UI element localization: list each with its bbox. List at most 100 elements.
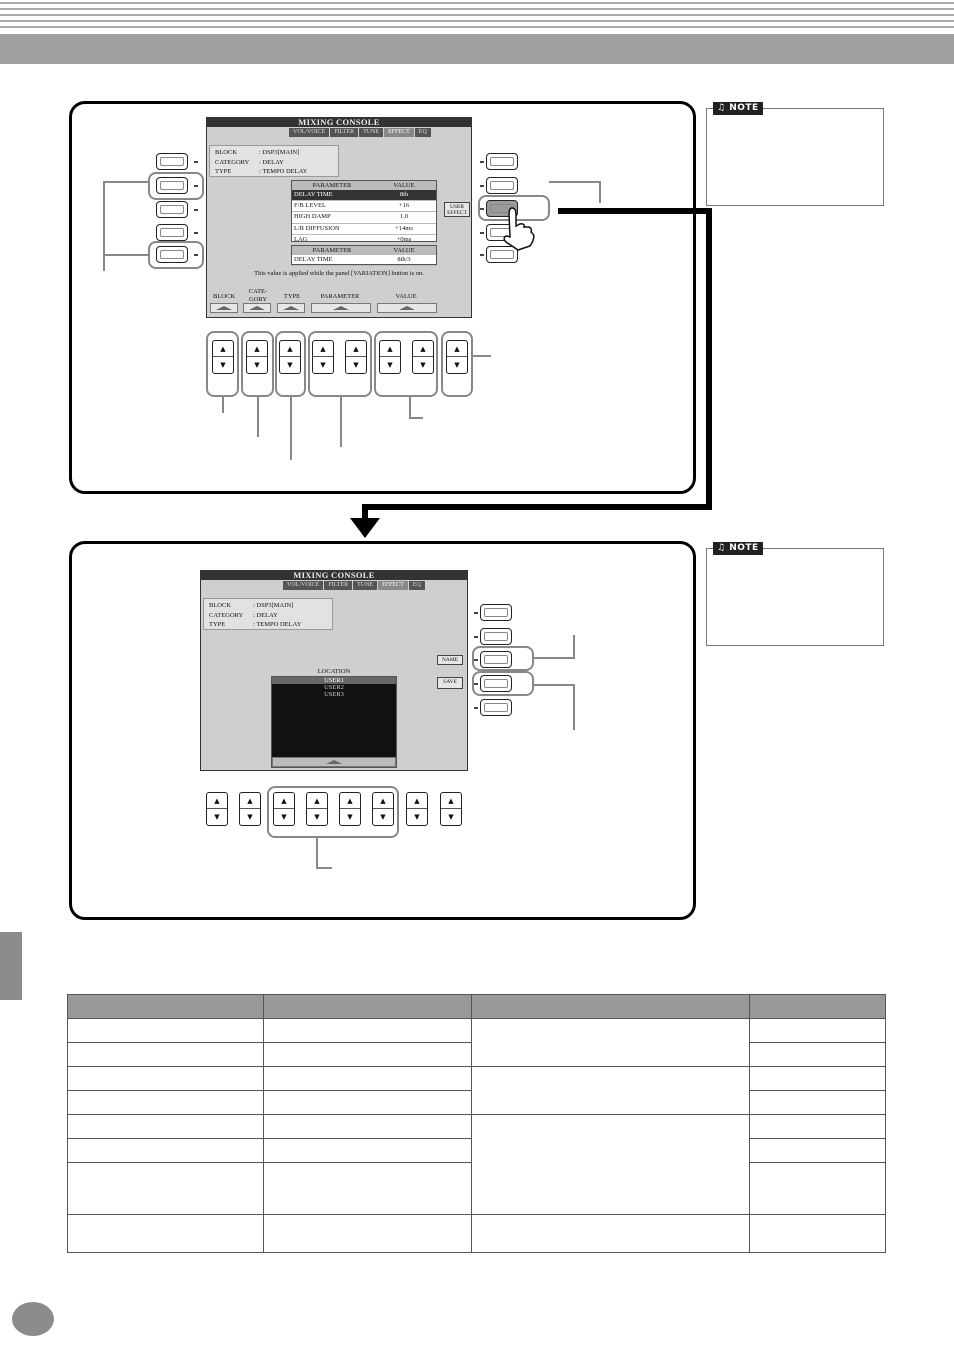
updown-5[interactable]: ▲▼ xyxy=(345,340,367,374)
up-arrow-icon[interactable]: ▲ xyxy=(240,793,260,809)
updown-1b[interactable]: ▲▼ xyxy=(206,792,228,826)
down-arrow-icon[interactable]: ▼ xyxy=(320,361,326,369)
panel-button-c[interactable] xyxy=(156,201,188,218)
location-item[interactable]: USER2 xyxy=(324,684,344,691)
up-arrow-icon[interactable]: ▲ xyxy=(413,341,433,357)
highlight-block xyxy=(206,331,239,397)
down-arrow-icon[interactable]: ▼ xyxy=(281,813,287,821)
up-arrow-icon[interactable]: ▲ xyxy=(280,341,300,357)
updown-5b[interactable]: ▲▼ xyxy=(339,792,361,826)
down-arrow-icon[interactable]: ▼ xyxy=(414,813,420,821)
up-arrow-icon[interactable]: ▲ xyxy=(207,793,227,809)
updown-6b[interactable]: ▲▼ xyxy=(372,792,394,826)
info-value: : TEMPO DELAY xyxy=(259,168,308,175)
updown-7[interactable]: ▲▼ xyxy=(412,340,434,374)
tab-eq[interactable]: EQ xyxy=(408,581,425,590)
updown-8[interactable]: ▲▼ xyxy=(446,340,468,374)
updown-2[interactable]: ▲▼ xyxy=(246,340,268,374)
down-arrow-icon[interactable]: ▼ xyxy=(454,361,460,369)
down-arrow-icon[interactable]: ▼ xyxy=(220,361,226,369)
note-badge-label: NOTE xyxy=(729,543,759,553)
table-cell xyxy=(749,1138,886,1163)
panel-button-g[interactable] xyxy=(486,177,518,194)
up-arrow-icon[interactable]: ▲ xyxy=(274,793,294,809)
down-arrow-icon[interactable]: ▼ xyxy=(247,813,253,821)
panel-button-g2[interactable] xyxy=(480,628,512,645)
tab-tune[interactable]: TUNE xyxy=(353,581,378,590)
callout-line xyxy=(103,181,105,271)
location-item[interactable]: USER3 xyxy=(324,691,344,698)
down-arrow-icon[interactable]: ▼ xyxy=(380,813,386,821)
updown-6[interactable]: ▲▼ xyxy=(379,340,401,374)
header-stripe xyxy=(0,20,954,22)
highlight-8 xyxy=(441,331,473,397)
down-arrow-icon[interactable]: ▼ xyxy=(287,361,293,369)
up-arrow-icon[interactable]: ▲ xyxy=(407,793,427,809)
param-row-fb-level[interactable]: F/B LEVEL+16 xyxy=(292,201,436,213)
tab-filter[interactable]: FILTER xyxy=(330,128,359,137)
callout-line xyxy=(409,417,423,419)
tab-tune[interactable]: TUNE xyxy=(359,128,384,137)
down-arrow-icon[interactable]: ▼ xyxy=(254,361,260,369)
panel-button-d[interactable] xyxy=(156,224,188,241)
up-arrow-icon[interactable]: ▲ xyxy=(441,793,461,809)
updown-4[interactable]: ▲▼ xyxy=(312,340,334,374)
down-arrow-icon[interactable]: ▼ xyxy=(353,361,359,369)
table-cell xyxy=(749,1018,886,1043)
up-arrow-icon[interactable]: ▲ xyxy=(340,793,360,809)
tab-vol-voice[interactable]: VOL/VOICE xyxy=(289,128,330,137)
effect-info-box: BLOCK: DSP3[MAIN] CATEGORY: DELAY TYPE: … xyxy=(209,145,339,177)
tab-vol-voice[interactable]: VOL/VOICE xyxy=(283,581,324,590)
panel-button-f2[interactable] xyxy=(480,604,512,621)
panel-button-a[interactable] xyxy=(156,153,188,170)
up-arrow-icon[interactable]: ▲ xyxy=(447,341,467,357)
button-tick xyxy=(474,612,478,614)
up-arrow-icon[interactable]: ▲ xyxy=(247,341,267,357)
tab-eq[interactable]: EQ xyxy=(414,128,431,137)
down-arrow-icon[interactable]: ▼ xyxy=(448,813,454,821)
up-arrow-icon[interactable]: ▲ xyxy=(380,341,400,357)
highlight-value xyxy=(374,331,438,397)
up-arrow-icon[interactable]: ▲ xyxy=(346,341,366,357)
panel-button-f[interactable] xyxy=(486,153,518,170)
tab-effect[interactable]: EFFECT xyxy=(384,128,414,137)
location-item[interactable]: USER1 xyxy=(272,677,396,684)
updown-1[interactable]: ▲▼ xyxy=(212,340,234,374)
panel-button-j2[interactable] xyxy=(480,699,512,716)
name-button[interactable] xyxy=(480,651,512,668)
panel-button-j[interactable] xyxy=(486,246,518,263)
music-note-icon: ♫ xyxy=(717,103,726,113)
up-arrow-icon[interactable]: ▲ xyxy=(313,341,333,357)
updown-3b[interactable]: ▲▼ xyxy=(273,792,295,826)
table-row xyxy=(67,1214,886,1253)
down-arrow-icon[interactable]: ▼ xyxy=(347,813,353,821)
down-arrow-icon[interactable]: ▼ xyxy=(387,361,393,369)
save-button[interactable] xyxy=(480,675,512,692)
panel-button-e[interactable] xyxy=(156,246,188,263)
info-value: : DSP3[MAIN] xyxy=(259,149,300,156)
table-cell xyxy=(67,1090,264,1115)
panel-button-b[interactable] xyxy=(156,177,188,194)
up-arrow-icon[interactable]: ▲ xyxy=(373,793,393,809)
tab-effect[interactable]: EFFECT xyxy=(378,581,408,590)
down-arrow-icon[interactable]: ▼ xyxy=(420,361,426,369)
callout-line xyxy=(549,181,601,183)
up-arrow-icon[interactable]: ▲ xyxy=(213,341,233,357)
param-row-lr-diffusion[interactable]: L/R DIFFUSION+14ms xyxy=(292,224,436,235)
up-arrow-icon[interactable]: ▲ xyxy=(307,793,327,809)
tab-filter[interactable]: FILTER xyxy=(324,581,353,590)
table-cell xyxy=(749,1042,886,1067)
down-arrow-icon[interactable]: ▼ xyxy=(314,813,320,821)
updown-3[interactable]: ▲▼ xyxy=(279,340,301,374)
updown-7b[interactable]: ▲▼ xyxy=(406,792,428,826)
updown-8b[interactable]: ▲▼ xyxy=(440,792,462,826)
down-arrow-icon[interactable]: ▼ xyxy=(214,813,220,821)
updown-2b[interactable]: ▲▼ xyxy=(239,792,261,826)
updown-4b[interactable]: ▲▼ xyxy=(306,792,328,826)
table-row xyxy=(67,1066,886,1115)
info-key: BLOCK xyxy=(209,602,232,609)
